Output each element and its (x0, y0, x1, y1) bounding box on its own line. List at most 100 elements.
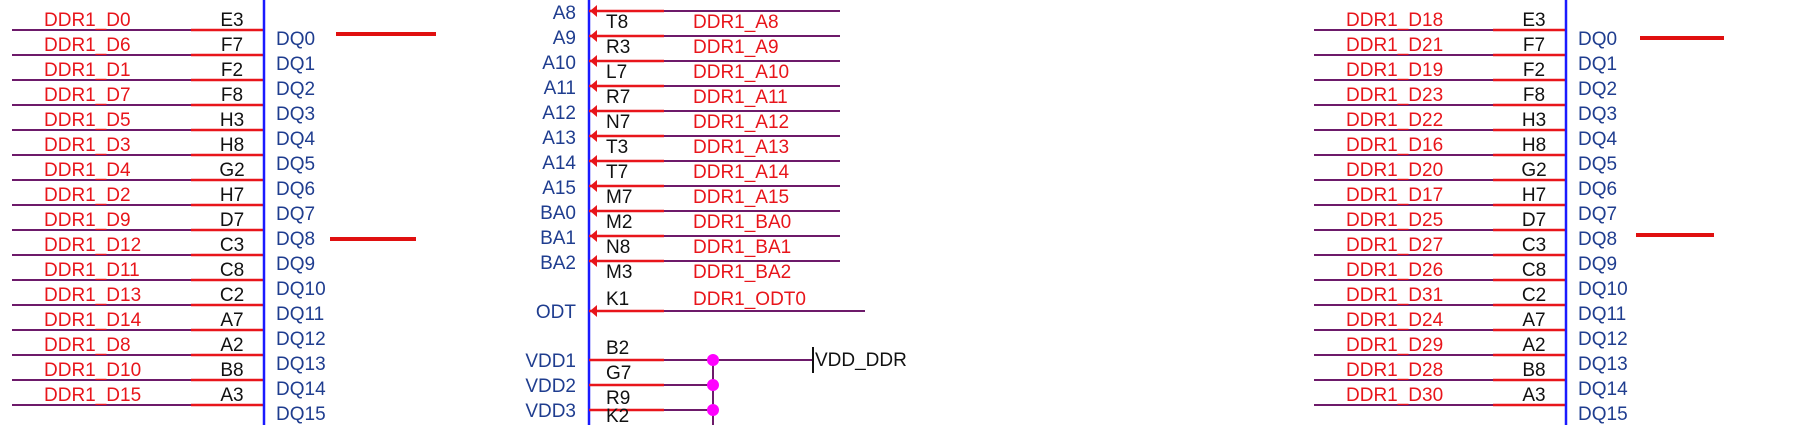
right-pin-name: DQ6 (1578, 179, 1617, 200)
right-net-label: DDR1_D16 (1346, 135, 1443, 156)
right-pin-name: DQ1 (1578, 54, 1617, 75)
middle-net-label: DDR1_BA0 (693, 212, 791, 233)
left-net-label: DDR1_D8 (44, 335, 131, 356)
right-net-label: DDR1_D21 (1346, 35, 1443, 56)
middle-net-label: DDR1_A13 (693, 137, 789, 158)
middle-net-label: DDR1_BA1 (693, 237, 791, 258)
right-pin-name: DQ5 (1578, 154, 1617, 175)
left-pin-number: H3 (220, 110, 244, 131)
junction-dot (707, 354, 719, 366)
right-pin-number: C3 (1522, 235, 1546, 256)
right-pin-name: DQ11 (1578, 304, 1626, 325)
middle-pin-number: L7 (606, 62, 627, 83)
middle-net-label: DDR1_A9 (693, 37, 779, 58)
middle-pin-name: A10 (542, 53, 576, 74)
left-pin-name: DQ0 (276, 29, 315, 50)
left-net-label: DDR1_D1 (44, 60, 131, 81)
middle-pin-arrow (590, 155, 597, 167)
middle-pin-name: BA0 (540, 203, 576, 224)
left-pin-name: DQ11 (276, 304, 324, 325)
right-pin-number: F8 (1523, 85, 1545, 106)
middle-net-label: DDR1_A12 (693, 112, 789, 133)
odt-pin-name: ODT (536, 302, 577, 323)
right-net-label: DDR1_D30 (1346, 385, 1443, 406)
left-pin-name: DQ7 (276, 204, 315, 225)
left-pin-number: A7 (220, 310, 243, 331)
middle-pin-number: M3 (606, 262, 632, 283)
middle-net-label: DDR1_A8 (693, 12, 779, 33)
middle-pin-number: T3 (606, 137, 628, 158)
middle-pin-arrow (590, 105, 597, 117)
right-pin-number: H7 (1522, 185, 1546, 206)
left-pin-name: DQ14 (276, 379, 326, 400)
left-pin-number: A2 (220, 335, 243, 356)
right-pin-name: DQ14 (1578, 379, 1628, 400)
right-pin-number: D7 (1522, 210, 1546, 231)
left-pin-number: C2 (220, 285, 244, 306)
right-pin-number: C2 (1522, 285, 1546, 306)
middle-pin-name: A12 (542, 103, 576, 124)
odt-pin-number: K1 (606, 289, 629, 310)
odt-net-label: DDR1_ODT0 (693, 289, 806, 310)
left-pin-name: DQ8 (276, 229, 315, 250)
middle-pin-arrow (590, 30, 597, 42)
right-pin-number: A2 (1522, 335, 1545, 356)
right-pin-number: B8 (1522, 360, 1545, 381)
middle-pin-arrow (590, 130, 597, 142)
middle-pin-arrow (590, 230, 597, 242)
left-net-label: DDR1_D6 (44, 35, 131, 56)
right-pin-name: DQ8 (1578, 229, 1617, 250)
right-pin-name: DQ7 (1578, 204, 1617, 225)
left-pin-name: DQ12 (276, 329, 326, 350)
left-net-label: DDR1_D14 (44, 310, 142, 331)
right-net-label: DDR1_D24 (1346, 310, 1444, 331)
middle-pin-number: R3 (606, 37, 630, 58)
left-net-label: DDR1_D0 (44, 10, 131, 31)
right-pin-name: DQ9 (1578, 254, 1617, 275)
left-pin-number: A3 (220, 385, 243, 406)
left-pin-name: DQ6 (276, 179, 315, 200)
left-pin-number: C3 (220, 235, 244, 256)
middle-net-label: DDR1_BA2 (693, 262, 791, 283)
left-pin-name: DQ10 (276, 279, 326, 300)
right-net-label: DDR1_D27 (1346, 235, 1443, 256)
vdd-pin-number: G7 (606, 363, 631, 384)
right-pin-number: A3 (1522, 385, 1545, 406)
right-net-label: DDR1_D26 (1346, 260, 1443, 281)
left-pin-name: DQ15 (276, 404, 326, 425)
left-net-label: DDR1_D10 (44, 360, 141, 381)
left-net-label: DDR1_D13 (44, 285, 141, 306)
right-pin-name: DQ12 (1578, 329, 1628, 350)
middle-pin-name: BA1 (540, 228, 576, 249)
right-pin-number: H3 (1522, 110, 1546, 131)
left-pin-name: DQ5 (276, 154, 315, 175)
left-pin-number: F7 (221, 35, 243, 56)
middle-pin-name: A8 (553, 3, 576, 24)
right-net-label: DDR1_D29 (1346, 335, 1443, 356)
middle-pin-arrow (590, 255, 597, 267)
middle-pin-number: M2 (606, 212, 632, 233)
middle-pin-number: N8 (606, 237, 630, 258)
right-pin-number: C8 (1522, 260, 1546, 281)
left-pin-name: DQ13 (276, 354, 326, 375)
left-net-label: DDR1_D7 (44, 85, 131, 106)
right-pin-name: DQ0 (1578, 29, 1617, 50)
right-pin-name: DQ3 (1578, 104, 1617, 125)
vdd-pin-name: VDD1 (525, 351, 576, 372)
right-pin-name: DQ13 (1578, 354, 1628, 375)
left-pin-number: F8 (221, 85, 243, 106)
right-net-label: DDR1_D22 (1346, 110, 1443, 131)
right-pin-name: DQ10 (1578, 279, 1628, 300)
middle-pin-arrow (590, 55, 597, 67)
middle-net-label: DDR1_A10 (693, 62, 789, 83)
middle-net-label: DDR1_A11 (693, 87, 788, 108)
right-pin-number: A7 (1522, 310, 1545, 331)
left-pin-number: B8 (220, 360, 243, 381)
left-pin-number: E3 (220, 10, 243, 31)
middle-pin-number: M7 (606, 187, 632, 208)
right-pin-name: DQ2 (1578, 79, 1617, 100)
middle-pin-number: T8 (606, 12, 628, 33)
right-pin-number: G2 (1521, 160, 1546, 181)
right-net-label: DDR1_D31 (1346, 285, 1443, 306)
